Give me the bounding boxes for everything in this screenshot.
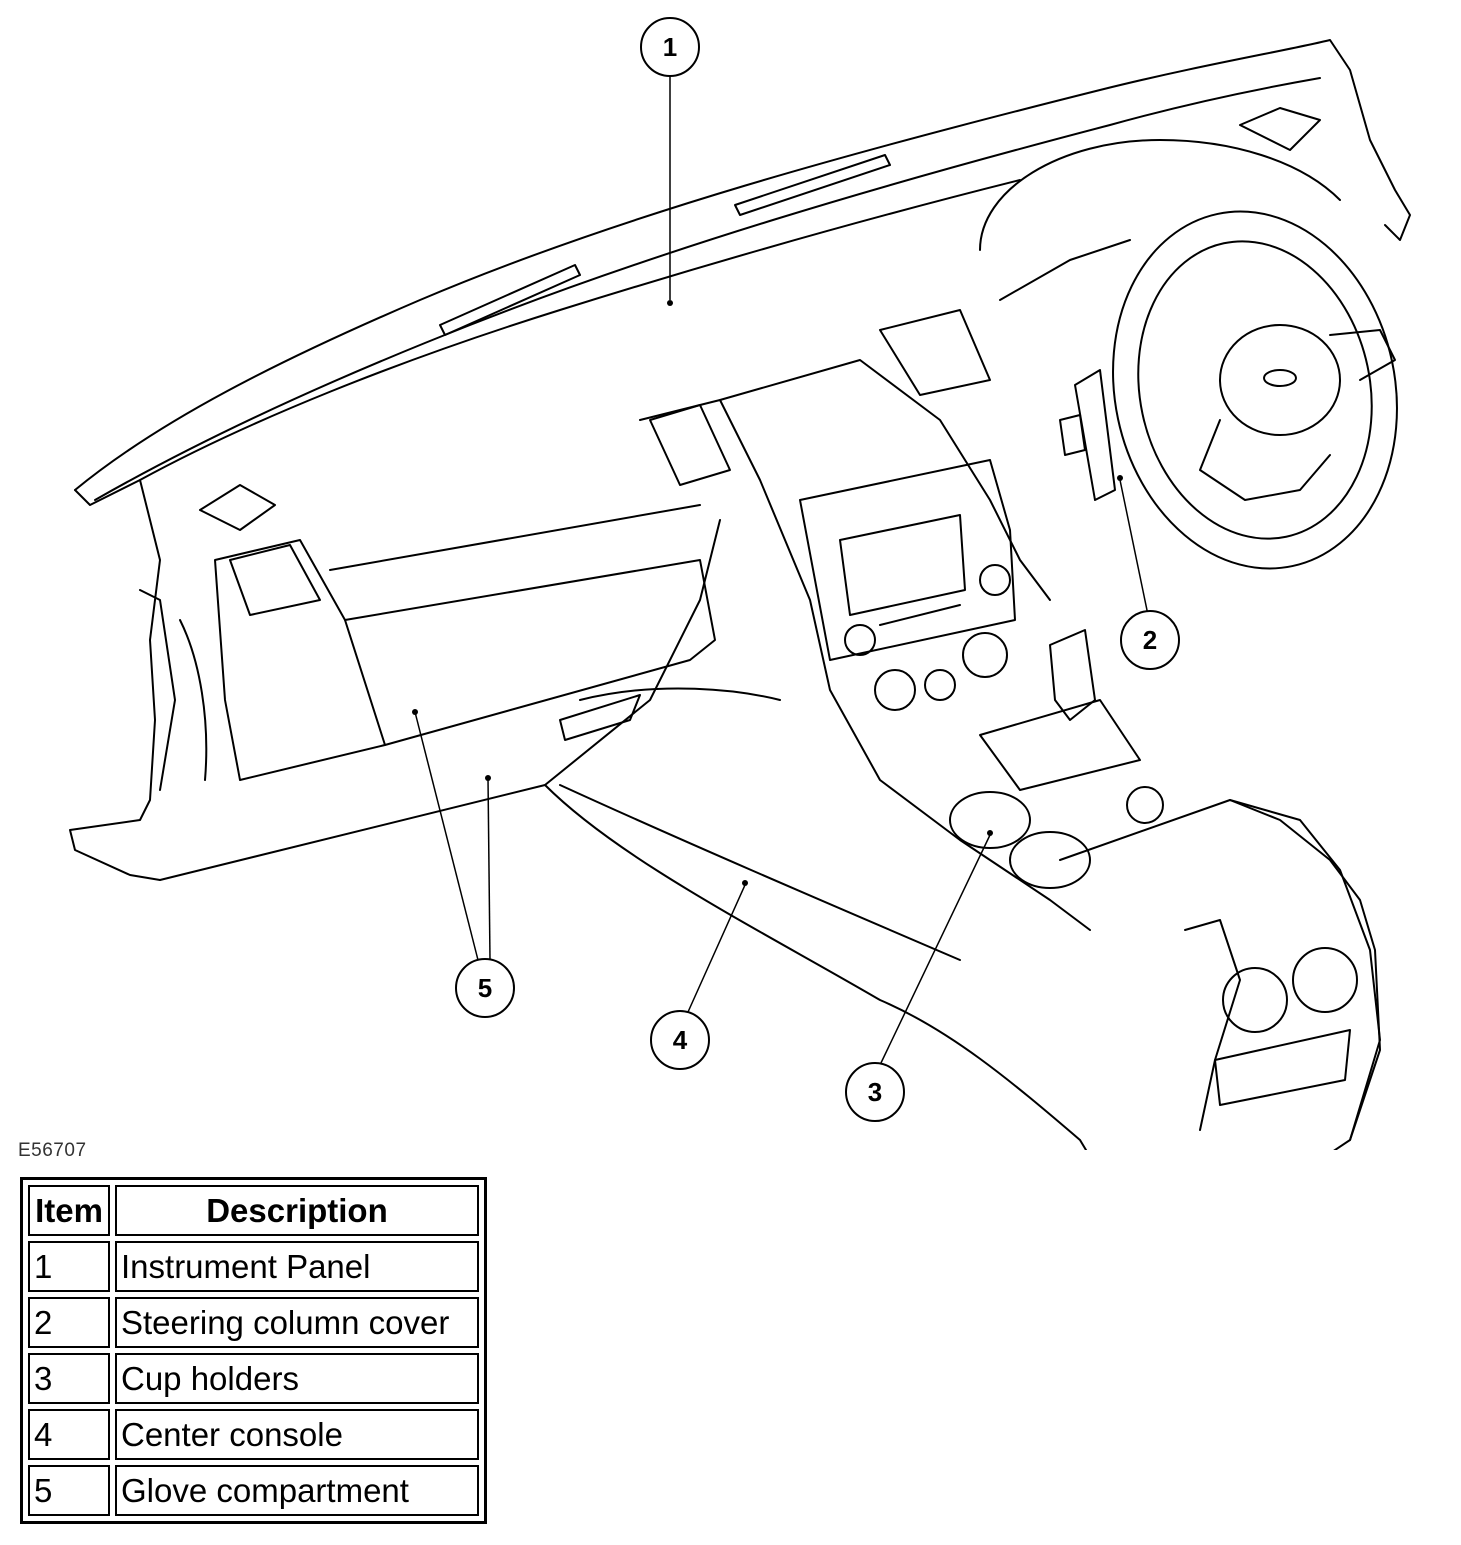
legend-item-number: 3 [28, 1353, 110, 1404]
legend-item-number: 5 [28, 1465, 110, 1516]
callout-2-label: 2 [1143, 625, 1157, 655]
legend-item-number: 2 [28, 1297, 110, 1348]
callout-3: 3 [845, 1062, 905, 1122]
table-row: 3 Cup holders [28, 1353, 479, 1404]
callout-3-label: 3 [868, 1077, 882, 1107]
callout-4: 4 [650, 1010, 710, 1070]
glove-box-outline [159, 519, 721, 881]
legend-item-description: Center console [115, 1409, 479, 1460]
legend-item-description: Glove compartment [115, 1465, 479, 1516]
legend-item-number: 1 [28, 1241, 110, 1292]
instrument-panel-outline [74, 39, 1411, 491]
figure-id-label: E56707 [18, 1140, 87, 1161]
callout-2: 2 [1120, 610, 1180, 670]
callout-4-label: 4 [673, 1025, 688, 1055]
callout-1-label: 1 [663, 32, 677, 62]
legend-header-row: Item Description [28, 1185, 479, 1236]
legend-header-item: Item [28, 1185, 110, 1236]
legend-item-description: Cup holders [115, 1353, 479, 1404]
legend-table: Item Description 1 Instrument Panel 2 St… [20, 1177, 487, 1524]
callout-5: 5 [455, 958, 515, 1018]
callout-1: 1 [640, 17, 700, 77]
legend-item-description: Instrument Panel [115, 1241, 479, 1292]
table-row: 4 Center console [28, 1409, 479, 1460]
legend-item-description: Steering column cover [115, 1297, 479, 1348]
steering-wheel [1112, 210, 1398, 570]
dashboard-illustration: 1 2 3 4 5 [69, 17, 1411, 1150]
center-console-outline [544, 784, 1381, 1150]
table-row: 2 Steering column cover [28, 1297, 479, 1348]
table-row: 1 Instrument Panel [28, 1241, 479, 1292]
table-row: 5 Glove compartment [28, 1465, 479, 1516]
callout-5-label: 5 [478, 973, 492, 1003]
legend-item-number: 4 [28, 1409, 110, 1460]
center-stack-outline [639, 399, 1091, 931]
legend-header-description: Description [115, 1185, 479, 1236]
